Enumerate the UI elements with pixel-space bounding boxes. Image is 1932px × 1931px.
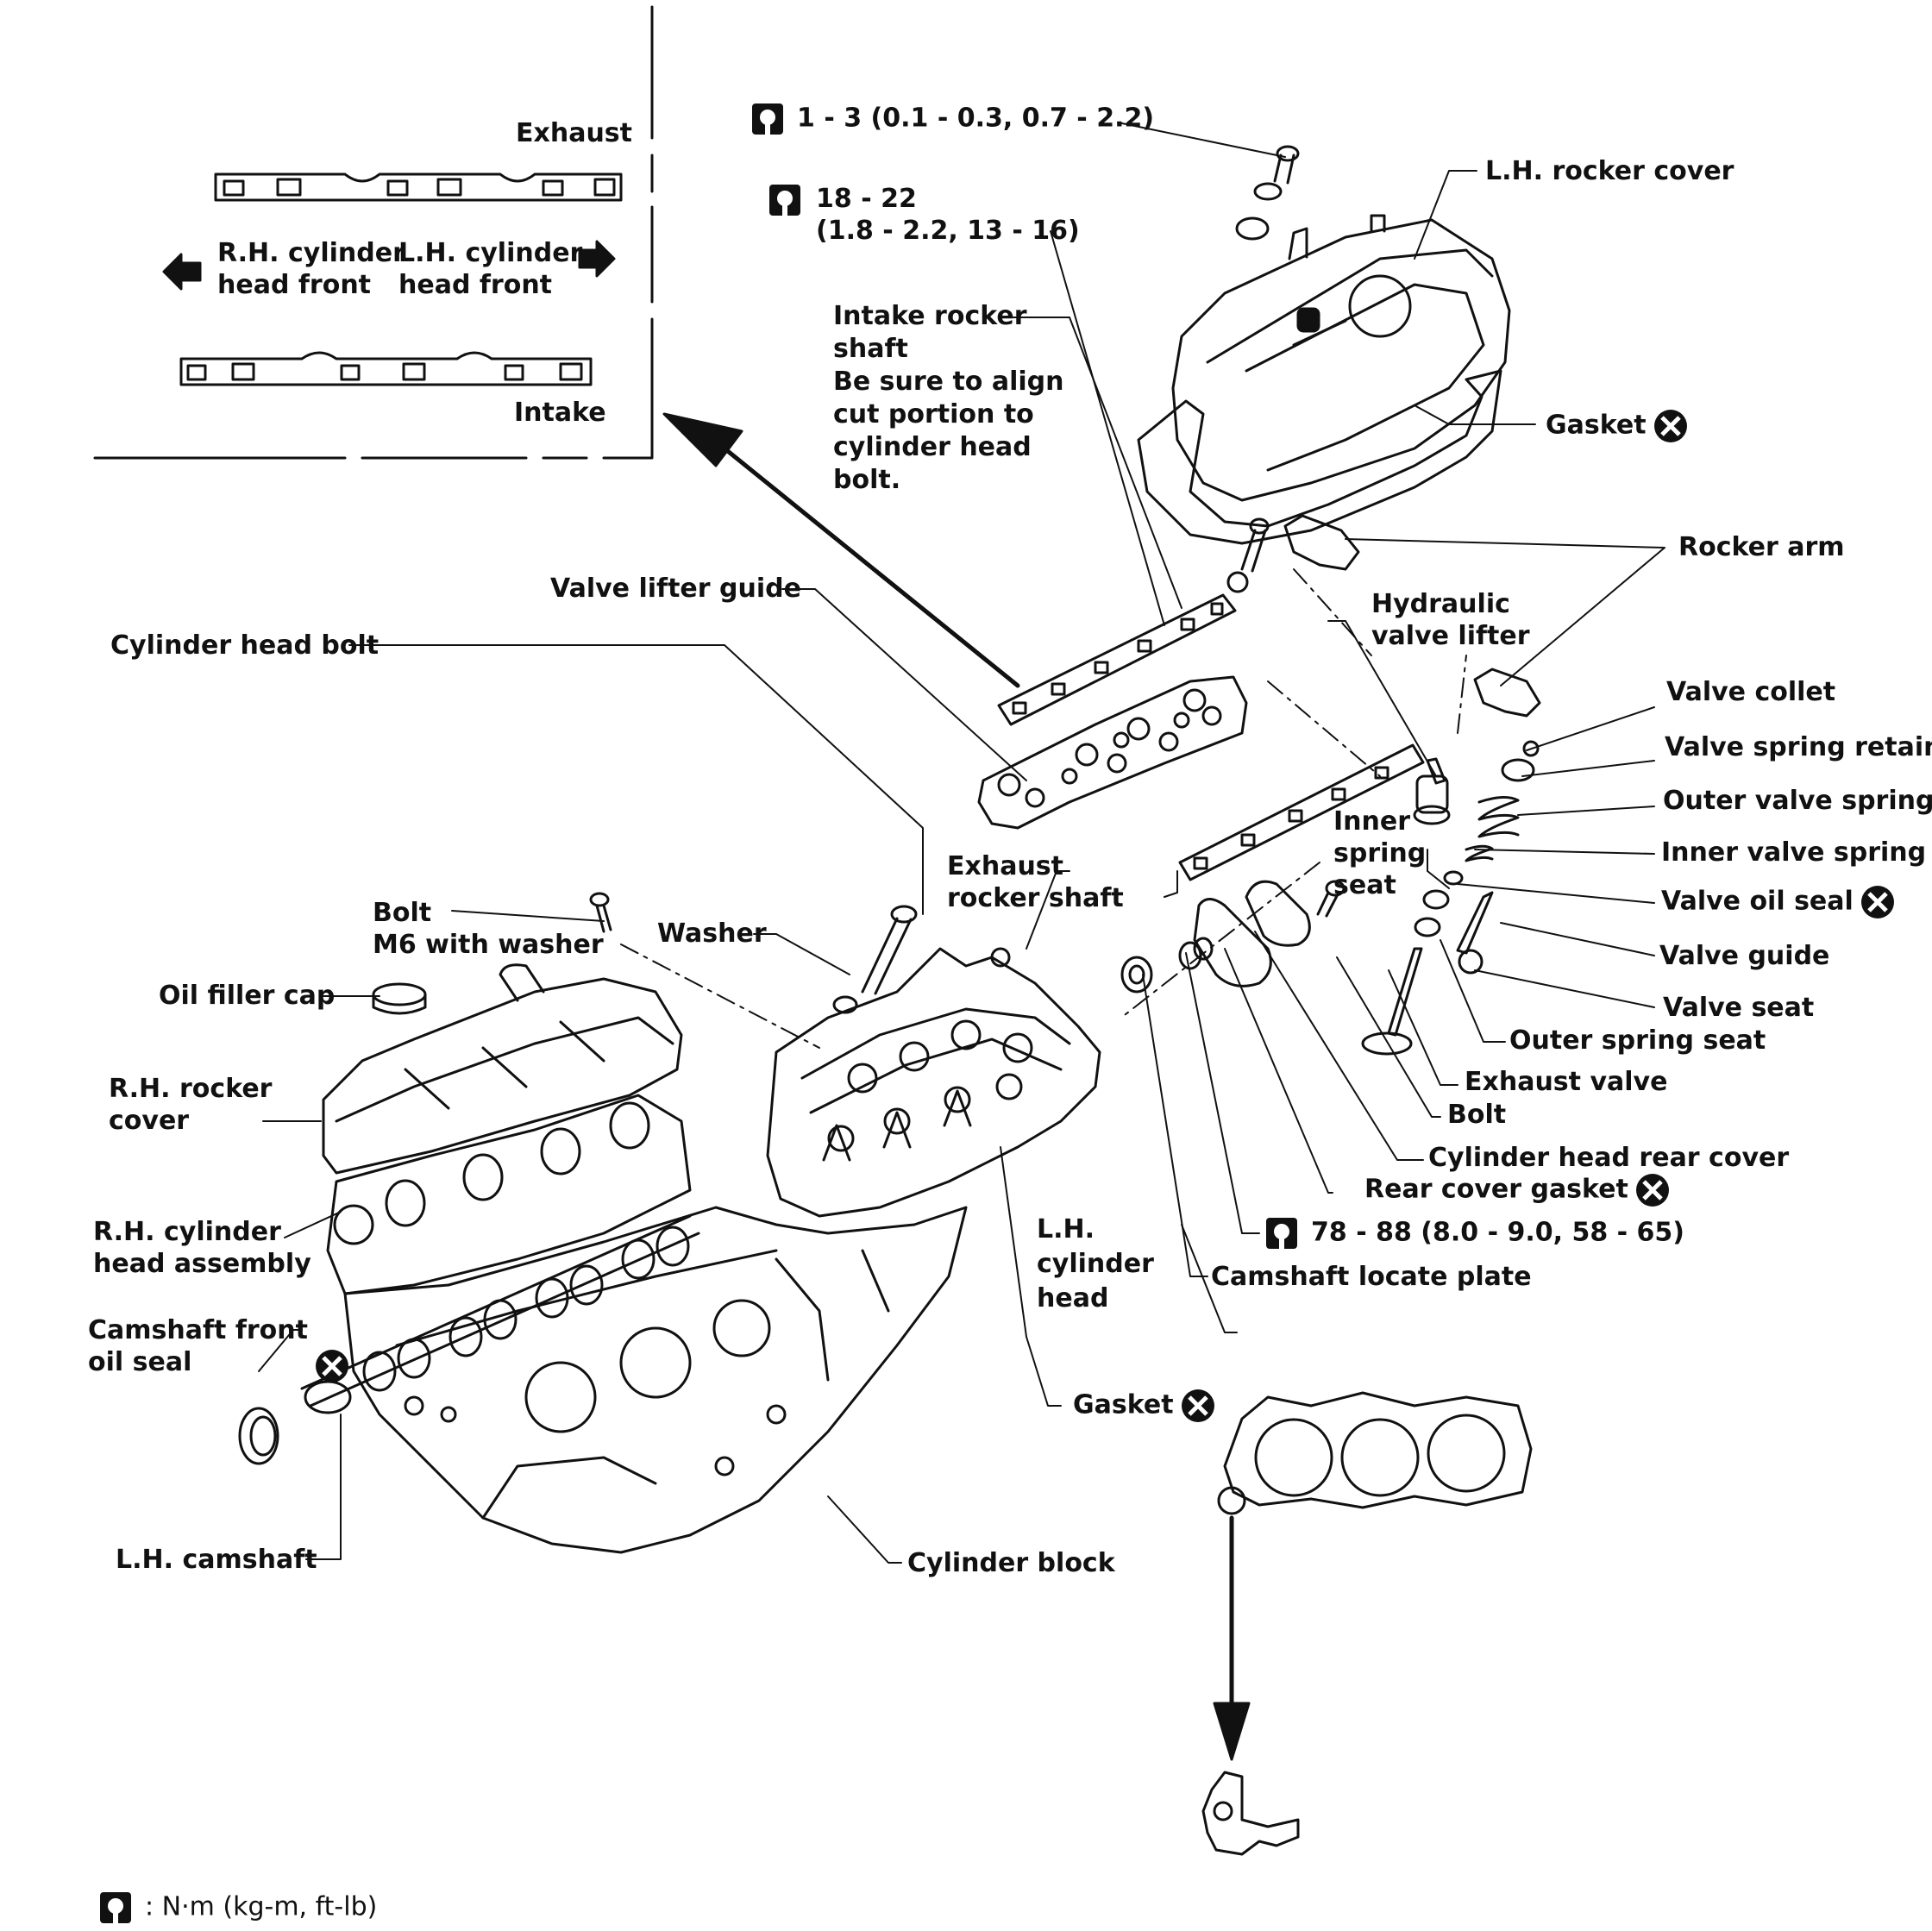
label-exhaust-rocker-shaft: Exhaust rocker shaft (947, 851, 1124, 913)
exhaust-valve-shape (1361, 947, 1423, 1056)
lh-camshaft-shape (300, 1214, 700, 1414)
torque-spec-3: 78 - 88 (8.0 - 9.0, 58 - 65) (1264, 1216, 1684, 1251)
label-camshaft-front-oil-seal: Camshaft front oil seal (88, 1314, 349, 1383)
torque-wrench-icon (1266, 1218, 1297, 1249)
valve-lifter-guide-shape (977, 675, 1248, 830)
label-valve-guide: Valve guide (1659, 941, 1830, 971)
label-lh-rocker-cover: L.H. rocker cover (1485, 156, 1734, 186)
lh-rocker-gasket-shape (1137, 369, 1502, 545)
label-inner-spring-seat: Inner spring seat (1333, 806, 1427, 900)
circled-x-replace-icon (315, 1349, 349, 1383)
lh-cylinder-head-shape (766, 947, 1101, 1218)
label-washer: Washer (657, 918, 767, 949)
label-gasket-top: Gasket (1546, 409, 1688, 443)
cylinder-head-rear-cover-shape (1245, 880, 1311, 947)
label-oil-filler-cap: Oil filler cap (159, 981, 336, 1011)
label-hydraulic-valve-lifter: Hydraulic valve lifter (1371, 589, 1530, 651)
label-valve-collet: Valve collet (1666, 677, 1836, 707)
label-rear-cover-gasket: Rear cover gasket (1364, 1173, 1670, 1207)
torque-spec-3-text: 78 - 88 (8.0 - 9.0, 58 - 65) (1311, 1217, 1685, 1248)
exhaust-gasket-profile (214, 172, 623, 202)
top-bolt (1235, 145, 1300, 241)
hydraulic-lifter-shape (1413, 757, 1451, 825)
label-rh-rocker-cover: R.H. rocker cover (109, 1074, 273, 1136)
head-gasket-shape (1217, 1391, 1533, 1515)
label-cylinder-block: Cylinder block (907, 1548, 1115, 1578)
label-bolt-m6: Bolt M6 with washer (373, 898, 604, 960)
label-valve-seat: Valve seat (1663, 993, 1815, 1023)
label-cylinder-head-bolt: Cylinder head bolt (110, 630, 380, 661)
inset-border (93, 5, 654, 460)
alignment-lines (620, 568, 1467, 1049)
valve-spring-stack (1414, 740, 1540, 937)
label-cylinder-head-rear-cover: Cylinder head rear cover (1428, 1143, 1790, 1173)
torque-wrench-icon (769, 185, 800, 216)
valve-guide-shape (1456, 891, 1494, 955)
label-camshaft-locate-plate: Camshaft locate plate (1211, 1262, 1532, 1292)
camshaft-locate-plate-shape (1120, 937, 1214, 994)
torque-spec-2-text: 18 - 22 (1.8 - 2.2, 13 - 16) (816, 184, 1080, 246)
inset-exhaust-label: Exhaust (516, 118, 632, 148)
rh-rocker-cover-shape (322, 963, 683, 1175)
label-rh-cylinder-head-assembly: R.H. cylinder head assembly (93, 1217, 311, 1279)
circled-x-replace-icon (1653, 409, 1688, 443)
rh-cylinder-head-shape (326, 1094, 692, 1295)
valve-seat-shape (1458, 949, 1484, 975)
camshaft-front-oil-seal-shape (238, 1407, 279, 1465)
torque-wrench-icon (752, 103, 783, 135)
inset-intake-label: Intake (514, 398, 606, 428)
torque-spec-1: 1 - 3 (0.1 - 0.3, 0.7 - 2.2) (750, 102, 1154, 136)
cylinder-block-shape (343, 1206, 968, 1554)
label-lh-camshaft: L.H. camshaft (116, 1545, 317, 1575)
label-valve-oil-seal: Valve oil seal (1661, 885, 1895, 919)
torque-wrench-icon (100, 1892, 131, 1923)
circled-x-replace-icon (1860, 885, 1895, 919)
torque-spec-1-text: 1 - 3 (0.1 - 0.3, 0.7 - 2.2) (797, 103, 1155, 134)
label-bolt-right: Bolt (1447, 1100, 1507, 1130)
exhaust-rocker-shaft-shape (1178, 743, 1425, 881)
rocker-arm-upper (1283, 514, 1360, 571)
rocker-arm-right (1473, 668, 1541, 718)
label-exhaust-valve: Exhaust valve (1465, 1067, 1668, 1097)
circled-x-replace-icon (1181, 1389, 1215, 1423)
label-inner-valve-spring: Inner valve spring (1661, 837, 1927, 868)
label-outer-spring-seat: Outer spring seat (1509, 1025, 1766, 1056)
inset-lh-front-label: L.H. cylinder head front (398, 238, 583, 300)
label-intake-rocker-shaft: Intake rocker shaft Be sure to align cut… (833, 301, 1064, 495)
label-outer-valve-spring: Outer valve spring (1663, 786, 1932, 816)
leader-lines (258, 122, 1665, 1564)
inset-rh-front-label: R.H. cylinder head front (217, 238, 405, 300)
label-gasket-bottom: Gasket (1073, 1389, 1215, 1423)
circled-x-replace-icon (1635, 1173, 1670, 1207)
bolt-m6-shape (589, 892, 612, 933)
label-valve-spring-retainer: Valve spring retainer (1665, 732, 1932, 762)
label-rocker-arm: Rocker arm (1678, 532, 1845, 562)
label-valve-lifter-guide: Valve lifter guide (550, 574, 801, 604)
gasket-detail-shape (1201, 1771, 1300, 1856)
small-bolt-rear (1316, 880, 1346, 918)
label-lh-cylinder-head: L.H. cylinder head (1037, 1214, 1154, 1313)
small-bolt-mid (1226, 517, 1270, 593)
intake-rocker-shaft-shape (997, 593, 1237, 726)
rear-cover-gasket-shape (1193, 898, 1272, 987)
intake-gasket-profile (179, 351, 593, 386)
cylinder-head-bolt-shape (832, 905, 918, 1014)
torque-legend-text: : N·m (kg-m, ft-lb) (145, 1891, 378, 1922)
oil-filler-cap-shape (372, 982, 427, 1015)
torque-spec-2: 18 - 22 (1.8 - 2.2, 13 - 16) (768, 183, 1080, 247)
lh-rocker-cover-shape (1171, 214, 1511, 502)
torque-legend: : N·m (kg-m, ft-lb) (98, 1890, 377, 1925)
